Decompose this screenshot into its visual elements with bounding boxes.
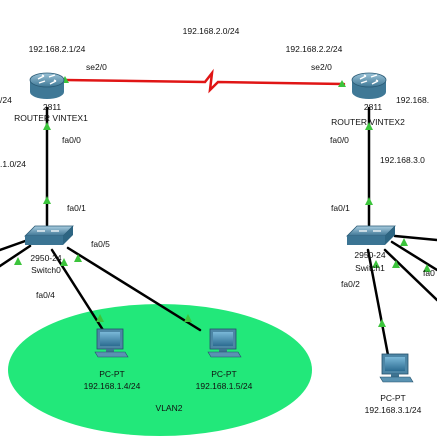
pc1-type-label: PC-PT — [99, 369, 125, 379]
switch0-port-label: fa0/5 — [91, 239, 110, 249]
pc3-ip-label: 192.168.3.1/24 — [364, 405, 422, 415]
switch1-model-label: 2950-24 — [354, 250, 386, 260]
link-sw0-pc1[interactable] — [50, 248, 105, 332]
switch1-uplink-port-label: fa0/1 — [331, 203, 350, 213]
switch1-port-label: fa0 — [423, 268, 435, 278]
link-up-indicator — [43, 122, 51, 130]
link-up-indicator — [60, 258, 68, 266]
router1-ip-label: 192.168.2.1/24 — [28, 44, 86, 54]
link-sw0-pc2[interactable] — [66, 246, 202, 332]
router2-serial-port-label: se2/0 — [311, 62, 332, 72]
link-indicators — [14, 76, 431, 327]
link-sw1-right-a[interactable] — [390, 240, 437, 272]
pc2-ip-label: 192.168.1.5/24 — [195, 381, 253, 391]
router1-lan-network-label: .1.0/24 — [0, 159, 26, 169]
link-up-indicator — [392, 260, 400, 268]
link-up-indicator — [43, 196, 51, 204]
switch0-uplink-port-label: fa0/1 — [67, 203, 86, 213]
vlan-label: VLAN2 — [155, 403, 183, 413]
switch0-model-label: 2950-24 — [30, 253, 62, 263]
link-sw1-right-c[interactable] — [393, 234, 437, 242]
pc-icon[interactable] — [207, 328, 242, 358]
link-sw1-pc3[interactable] — [366, 248, 390, 357]
link-up-indicator — [14, 257, 22, 265]
switch1-port-label: fa0/2 — [341, 279, 360, 289]
router2-ip-label: 192.168.2.2/24 — [285, 44, 343, 54]
link-sw0-left-b[interactable] — [0, 244, 32, 268]
pc-icon[interactable] — [94, 328, 129, 358]
router2-lan-network-label: 192.168.3.0 — [380, 155, 425, 165]
link-up-indicator — [378, 319, 386, 327]
pc-icon[interactable] — [379, 353, 414, 383]
link-sw0-left-a[interactable] — [0, 238, 30, 252]
wan-network-label: 192.168.2.0/24 — [182, 26, 240, 36]
router2-model-label: 2811 — [363, 102, 383, 112]
links — [0, 68, 437, 357]
switch0-name-label: Switch0 — [31, 265, 61, 275]
switch0-port-label: fa0/4 — [36, 290, 55, 300]
router2-lan-port-label: fa0/0 — [330, 135, 349, 145]
link-up-indicator — [372, 260, 380, 268]
router-icon[interactable] — [351, 72, 387, 99]
router2-edge-label: 192.168. — [396, 95, 430, 105]
router1-name-label: ROUTER VINTEX1 — [14, 113, 88, 123]
link-up-indicator — [365, 197, 373, 205]
link-up-indicator — [400, 238, 408, 246]
link-up-indicator — [74, 254, 82, 262]
router-icon[interactable] — [29, 72, 65, 99]
serial-link[interactable] — [63, 68, 346, 94]
link-sw1-right-b[interactable] — [383, 248, 437, 302]
link-up-indicator — [184, 314, 192, 322]
router1-lan-port-label: fa0/0 — [62, 135, 81, 145]
switch-icon[interactable] — [346, 225, 396, 245]
switch-icon[interactable] — [24, 225, 74, 245]
link-up-indicator — [338, 80, 346, 87]
pc2-type-label: PC-PT — [211, 369, 237, 379]
vlan2-area — [8, 304, 312, 436]
link-up-indicator — [423, 264, 431, 272]
router2-name-label: ROUTER VINTEX2 — [331, 117, 405, 127]
router1-edge-label: /24 — [0, 95, 12, 105]
link-up-indicator — [96, 314, 104, 322]
pc3-type-label: PC-PT — [380, 393, 406, 403]
router1-serial-port-label: se2/0 — [86, 62, 107, 72]
pc1-ip-label: 192.168.1.4/24 — [83, 381, 141, 391]
router1-model-label: 2811 — [42, 102, 62, 112]
link-up-indicator — [365, 122, 373, 130]
switch1-name-label: Switch1 — [355, 263, 385, 273]
